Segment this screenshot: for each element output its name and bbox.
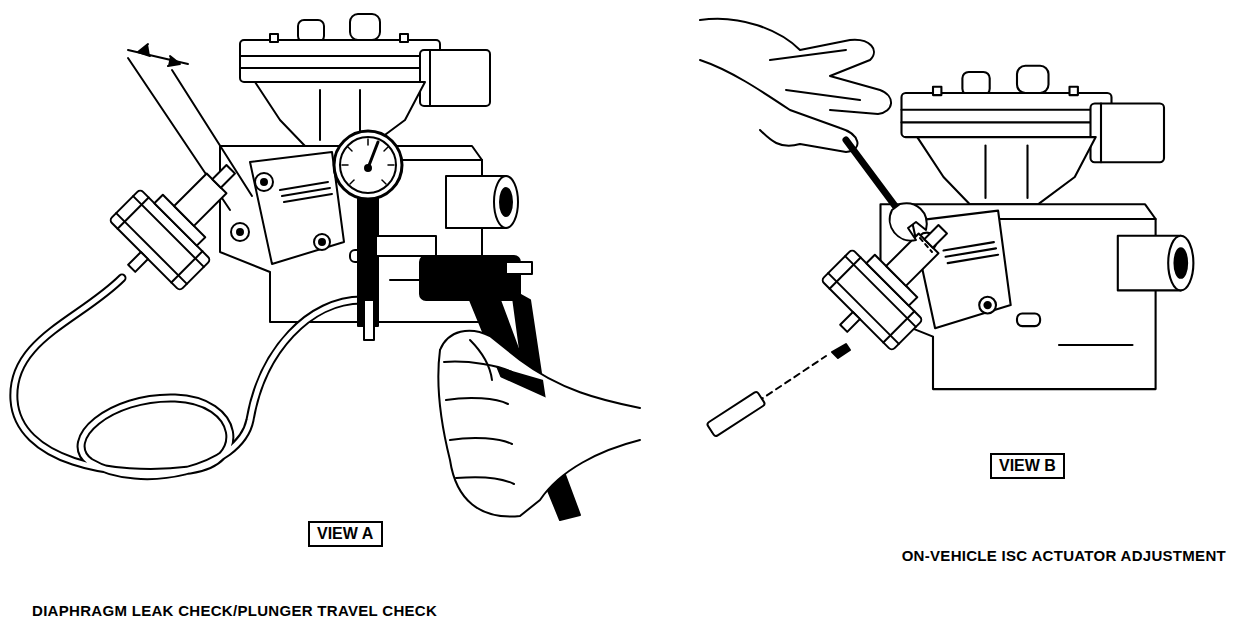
view-box: VIEW A xyxy=(308,521,383,547)
view-label: VIEW A xyxy=(317,525,374,543)
view-label: VIEW B xyxy=(999,457,1056,475)
view-box: VIEW B xyxy=(990,453,1065,479)
caption-text: ON-VEHICLE ISC ACTUATOR ADJUSTMENT xyxy=(900,547,1228,564)
caption-text: DIAPHRAGM LEAK CHECK/PLUNGER TRAVEL CHEC… xyxy=(30,602,439,619)
